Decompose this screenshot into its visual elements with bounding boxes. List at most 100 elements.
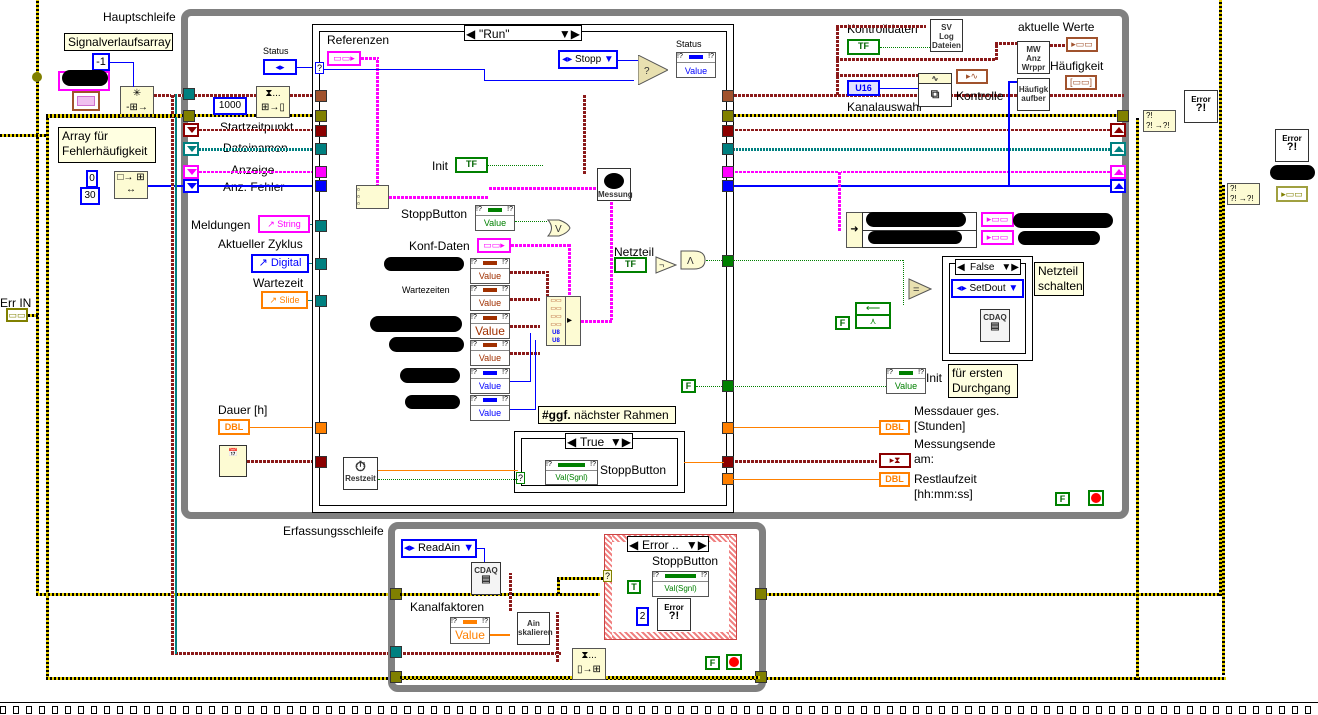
setdout-enum[interactable]: ◂▸ SetDout ▼ xyxy=(951,279,1024,298)
case-prev-arrow[interactable]: ◀ xyxy=(567,435,577,449)
shift-register-right-anz-fehler[interactable] xyxy=(1110,179,1126,193)
tunnel xyxy=(315,143,327,155)
init-property-node[interactable]: !?!? Value xyxy=(886,368,926,394)
simple-error-handler-2[interactable]: Error?! xyxy=(1275,129,1309,162)
stoppbutton-val-sgnl-node[interactable]: !?!? Val(Sgnl) xyxy=(545,460,598,485)
ruler-tick xyxy=(965,706,972,714)
two-constant[interactable]: 2 xyxy=(636,607,649,626)
stopp-enum-constant[interactable]: ◂▸ Stopp ▼ xyxy=(558,50,618,69)
minus-one-constant[interactable]: -1 xyxy=(92,53,110,71)
waveform-constant[interactable] xyxy=(72,91,100,111)
zyklus-refnum[interactable]: ↗ Digital xyxy=(251,254,309,273)
and-function[interactable]: Λ xyxy=(680,250,706,270)
case-selector-run[interactable]: ◀ "Run" ▼▶ xyxy=(464,25,582,41)
kanalauswahl-control[interactable]: U16 xyxy=(847,80,880,96)
wartezeit-refnum[interactable]: ↗ Slide xyxy=(261,291,308,309)
case-prev-arrow[interactable]: ◀ xyxy=(629,538,639,552)
restzeit-subvi[interactable]: ⏱ Restzeit xyxy=(343,457,378,490)
unbundle-node[interactable]: ➜ xyxy=(846,212,863,248)
false-constant[interactable]: F xyxy=(681,379,696,393)
ruler-tick xyxy=(39,706,46,714)
thousand-constant[interactable]: 1000 xyxy=(213,97,247,115)
mw-anz-wrppr-subvi[interactable]: MW Anz Wrppr xyxy=(1017,41,1050,74)
shift-register-right-dateinamen[interactable] xyxy=(1110,142,1126,156)
err-in-label: Err IN xyxy=(0,296,32,310)
waveform-subset-subvi[interactable]: ∿ ⧉ xyxy=(918,73,952,107)
ruler-tick xyxy=(404,706,411,714)
property-value-6[interactable]: !?!? Value xyxy=(470,395,510,421)
case-prev-arrow[interactable]: ◀ xyxy=(466,27,476,41)
case-selector-error[interactable]: ◀ Error .. ▼▶ xyxy=(627,536,709,552)
property-value-2[interactable]: !?!? Value xyxy=(470,285,510,311)
simple-error-handler[interactable]: Error?! xyxy=(1184,90,1218,123)
ruler-tick xyxy=(1187,706,1194,714)
shift-register-left-anzeige[interactable] xyxy=(183,165,199,179)
stoppbutton-property-node[interactable]: !?!? Value xyxy=(475,205,515,231)
kontrolldaten-boolean-control[interactable]: TF xyxy=(847,39,880,55)
bundle-references-node[interactable]: ▫▫▫ xyxy=(356,185,389,209)
shift-register-left-startzeitpunkt[interactable] xyxy=(183,123,199,137)
initialize-array-node[interactable]: □→ ⊞↔ xyxy=(114,171,148,199)
subvi-line: aufber xyxy=(1021,94,1046,103)
shift-register-right-anzeige[interactable] xyxy=(1110,165,1126,179)
ain-skalieren-subvi[interactable]: Ain skalieren xyxy=(517,612,553,645)
loop-condition-stop-icon[interactable] xyxy=(1088,490,1104,506)
wire xyxy=(583,94,586,174)
err-in-control[interactable]: ▭▭ xyxy=(6,308,28,322)
dequeue-element-node[interactable]: ⧗...⊞→▯ xyxy=(256,86,290,118)
initialize-queue-node[interactable]: ✳-⊞→ xyxy=(120,86,154,118)
kanalfaktoren-property-node[interactable]: !?!? Value xyxy=(450,617,490,644)
property-value-5[interactable]: !?!? Value xyxy=(470,368,510,394)
readain-enum[interactable]: ◂▸ ReadAin ▼ xyxy=(401,539,477,558)
equal-function[interactable]: = xyxy=(908,278,933,300)
or-function[interactable]: V xyxy=(546,219,571,237)
acquisition-while-loop[interactable] xyxy=(388,522,766,692)
thirty-constant[interactable]: 30 xyxy=(80,187,100,205)
false-constant[interactable]: F xyxy=(1055,492,1070,506)
cdaq-acq-subvi[interactable]: CDAQ▤ xyxy=(471,562,501,595)
init-boolean-control[interactable]: TF xyxy=(455,157,488,173)
shift-register-right-startzeitpunkt[interactable] xyxy=(1110,123,1126,137)
acq-loop-condition-stop-icon[interactable] xyxy=(726,654,742,670)
konf-daten-cluster[interactable]: ▭▭▸ xyxy=(477,238,511,253)
dauer-control[interactable]: DBL xyxy=(218,419,250,435)
merge-errors-node-2[interactable]: ?!?! →?! xyxy=(1227,183,1260,205)
shift-register-left-dateinamen[interactable] xyxy=(183,142,199,156)
status-property-node[interactable]: !?!? Value xyxy=(676,52,716,78)
get-datetime-icon[interactable]: 📅 xyxy=(219,445,247,477)
status-enum-control[interactable]: ◂▸ xyxy=(263,59,297,75)
feedback-node[interactable]: ⟵ ⋏ xyxy=(855,302,891,329)
meldungen-refnum[interactable]: ↗ String xyxy=(258,215,310,233)
netzteil-boolean-control[interactable]: TF xyxy=(614,257,647,273)
property-value-3[interactable]: !?!? Value xyxy=(470,313,510,339)
case-next-arrow[interactable]: ▼▶ xyxy=(558,27,580,41)
cdaq-subvi[interactable]: CDAQ▤ xyxy=(980,309,1010,342)
messung-subvi[interactable]: Messung xyxy=(597,168,633,201)
property-value-4[interactable]: !?!? Value xyxy=(470,340,510,366)
simple-error-handler-acq[interactable]: Error?! xyxy=(657,598,691,631)
true-constant[interactable]: T xyxy=(627,580,641,594)
sv-log-dateien-subvi[interactable]: SV Log Dateien xyxy=(930,19,963,52)
case-next-arrow[interactable]: ▼▶ xyxy=(609,435,631,449)
acq-stoppbutton-val-sgnl-node[interactable]: !?!? Val(Sgnl) xyxy=(652,571,709,597)
enqueue-element-node[interactable]: ⧗...▯→⊞ xyxy=(572,648,606,680)
zero-constant[interactable]: 0 xyxy=(86,170,98,188)
or-glyph: V xyxy=(555,224,562,235)
merge-errors-node[interactable]: ?!?! →?! xyxy=(1143,110,1176,132)
not-function[interactable]: ¬ xyxy=(655,256,678,274)
property-value-1[interactable]: !?!? Value xyxy=(470,258,510,284)
select-function[interactable]: ? xyxy=(637,54,670,86)
references-cluster[interactable]: ▭▭▸ xyxy=(327,51,361,66)
false-constant[interactable]: F xyxy=(705,656,720,670)
redacted-label xyxy=(405,395,460,409)
case-selector-false[interactable]: ◀ False ▼▶ xyxy=(955,259,1021,275)
case-prev-arrow[interactable]: ◀ xyxy=(957,262,965,273)
false-constant[interactable]: F xyxy=(835,316,850,330)
case-next-arrow[interactable]: ▼▶ xyxy=(685,538,707,552)
case-selector-true[interactable]: ◀ True ▼▶ xyxy=(565,433,633,449)
shift-register-left-anz-fehler[interactable] xyxy=(183,179,199,193)
case-next-arrow[interactable]: ▼▶ xyxy=(1001,262,1019,273)
haeufigkeit-aufber-subvi[interactable]: Häufigk aufber xyxy=(1017,78,1050,111)
main-while-loop[interactable] xyxy=(181,9,1129,519)
